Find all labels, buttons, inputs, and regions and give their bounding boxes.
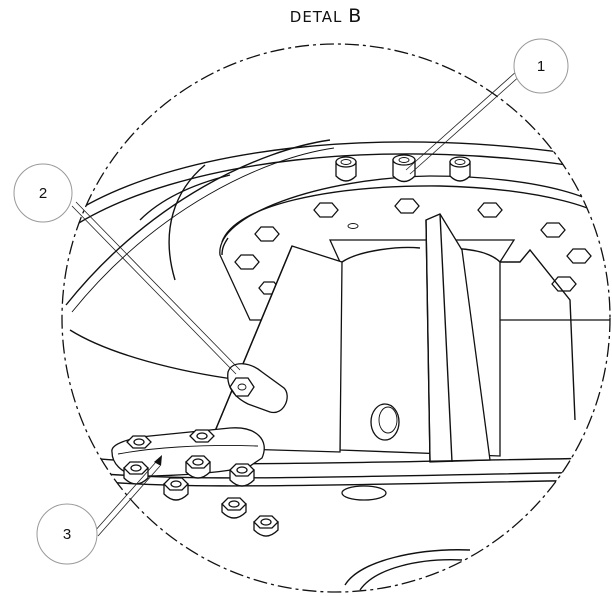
callout-1-label: 1 bbox=[537, 58, 545, 75]
bolt-top-1 bbox=[335, 156, 357, 182]
nut-d bbox=[185, 455, 211, 479]
center-boss bbox=[328, 213, 576, 463]
upper-bolt-row bbox=[335, 154, 471, 183]
detail-title-letter: B bbox=[348, 5, 362, 27]
outer-ring bbox=[65, 139, 610, 381]
leader-lines bbox=[71, 69, 523, 537]
leader-3 bbox=[93, 461, 157, 533]
callout-3-label: 3 bbox=[63, 526, 71, 543]
detail-title-prefix: DETAL bbox=[290, 8, 348, 26]
nut-a bbox=[126, 435, 152, 449]
leader-1b bbox=[409, 73, 523, 175]
detail-view bbox=[62, 139, 610, 591]
callout-2-label: 2 bbox=[39, 185, 47, 202]
leader-1 bbox=[405, 69, 519, 171]
flange-nuts bbox=[234, 198, 592, 295]
nut-f bbox=[163, 477, 189, 501]
ground-clamp bbox=[227, 363, 288, 414]
callout-3: 3 bbox=[36, 503, 98, 565]
nut-e bbox=[229, 463, 255, 487]
leader-3b bbox=[97, 465, 161, 537]
leader-2b bbox=[75, 201, 241, 371]
detail-title: DETAL B bbox=[290, 5, 362, 27]
nut-h bbox=[253, 515, 279, 537]
leader-2 bbox=[71, 205, 237, 375]
nut-c bbox=[123, 461, 149, 485]
detail-boundary bbox=[61, 43, 611, 593]
bolt-top-2 bbox=[392, 154, 416, 183]
nut-g bbox=[221, 497, 247, 519]
nut-b bbox=[189, 429, 215, 443]
callout-1: 1 bbox=[513, 38, 569, 94]
callout-2: 2 bbox=[13, 163, 73, 223]
bracket-nuts bbox=[123, 429, 279, 537]
bolt-top-3 bbox=[449, 156, 471, 182]
